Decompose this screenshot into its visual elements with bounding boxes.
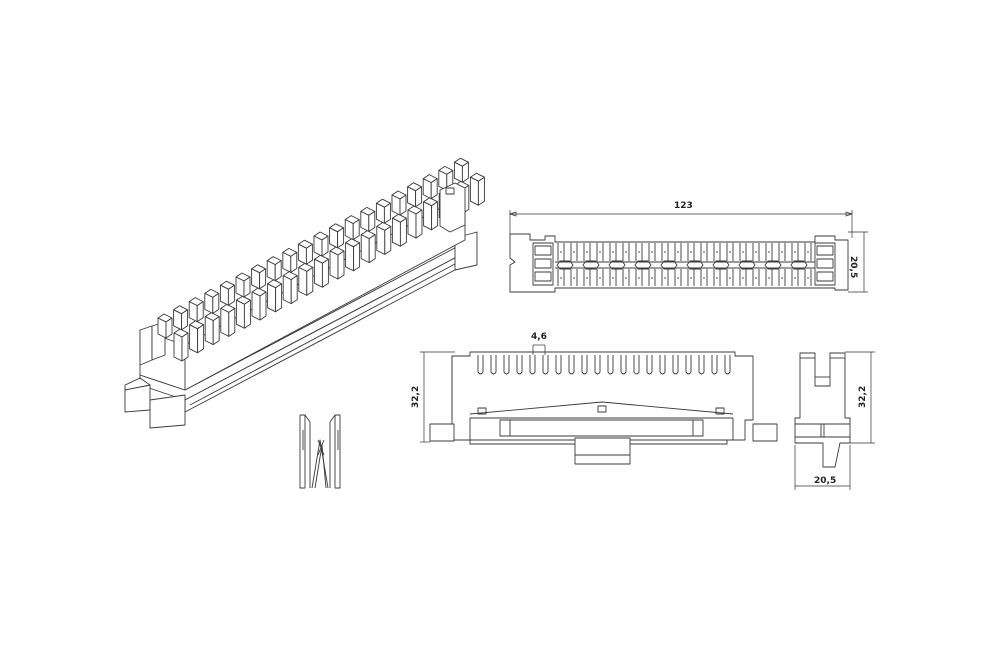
isometric-view	[124, 157, 485, 429]
side-view	[794, 351, 875, 490]
top-view	[508, 210, 868, 293]
dim-front-pitch: 4,6	[531, 332, 547, 342]
dim-side-height: 32,2	[858, 385, 868, 408]
contact-detail	[299, 414, 341, 489]
dim-top-length: 123	[674, 201, 693, 211]
dim-top-width: 20,5	[848, 256, 858, 279]
dim-side-width: 20,5	[814, 476, 837, 486]
dim-front-height: 32,2	[411, 385, 421, 408]
front-view	[420, 344, 778, 465]
